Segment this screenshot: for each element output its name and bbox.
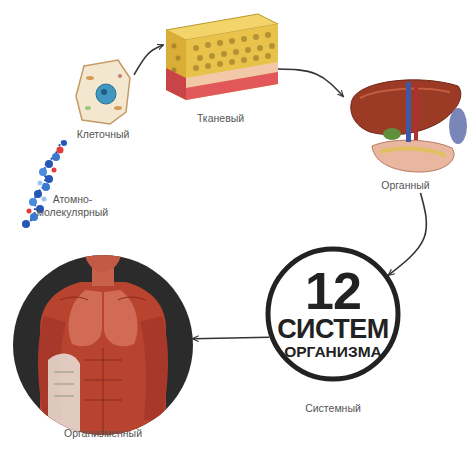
level-node: Клеточный xyxy=(72,58,134,142)
level-node: Тканевый xyxy=(163,12,278,126)
tissue-image xyxy=(166,14,278,100)
flow-arrow xyxy=(134,45,163,75)
level-caption: Системный xyxy=(265,402,401,414)
cell-image xyxy=(76,60,130,124)
level-node: Атомно-молекулярный xyxy=(30,150,115,220)
systems-word: СИСТЕМ xyxy=(277,316,389,343)
level-caption: Организменный xyxy=(64,427,142,441)
level-caption: Тканевый xyxy=(197,112,244,126)
level-caption: Клеточный xyxy=(77,128,130,142)
level-node: Органный xyxy=(343,72,468,193)
level-caption: Органный xyxy=(381,179,429,193)
flow-arrow xyxy=(193,337,269,338)
systems-circle: 12СИСТЕМОРГАНИЗМАСистемный xyxy=(265,246,401,382)
flow-arrow xyxy=(389,193,427,275)
flow-arrow xyxy=(278,69,343,96)
organism-image xyxy=(13,224,193,440)
systems-count: 12 xyxy=(305,267,361,316)
level-caption: Атомно-молекулярный xyxy=(30,193,115,220)
organ-image xyxy=(351,80,467,172)
level-node: Организменный xyxy=(13,255,193,441)
circle-shape xyxy=(268,249,398,379)
systems-word: ОРГАНИЗМА xyxy=(284,343,382,361)
